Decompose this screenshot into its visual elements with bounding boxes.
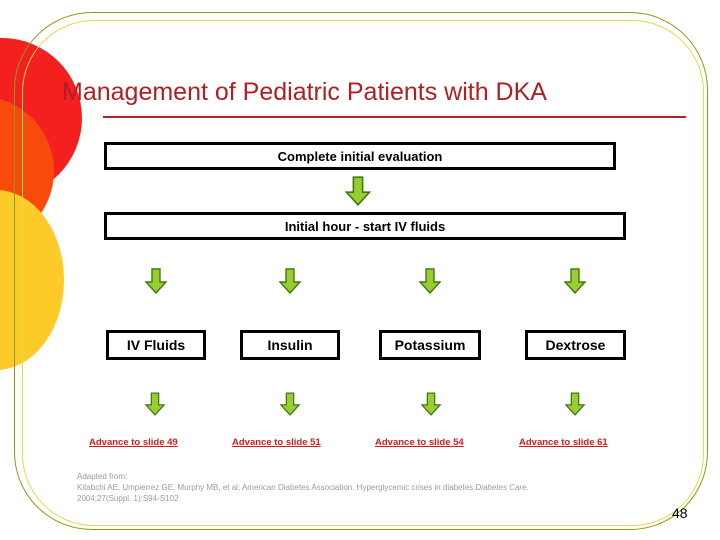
flow-box-label: Insulin [267, 337, 313, 353]
decorative-circle-red [0, 38, 82, 198]
down-arrow-icon [145, 392, 165, 416]
citation-reference-text: Kitabchi AE, Umpierrez GE, Murphy MB, et… [77, 483, 476, 492]
flow-box-label: IV Fluids [126, 337, 186, 353]
decorative-circle-yellow [0, 190, 64, 370]
advance-to-slide-51-link[interactable]: Advance to slide 51 [232, 437, 321, 448]
advance-to-slide-49-link[interactable]: Advance to slide 49 [89, 437, 178, 448]
down-arrow-icon [145, 268, 167, 294]
flow-box-label: Dextrose [545, 337, 606, 353]
down-arrow-icon [345, 176, 371, 206]
flow-box-label: Complete initial evaluation [277, 148, 443, 164]
down-arrow-icon [280, 392, 300, 416]
advance-to-slide-54-link[interactable]: Advance to slide 54 [375, 437, 464, 448]
citation-block: Adapted from: Kitabchi AE, Umpierrez GE,… [77, 471, 667, 504]
decorative-circle-orange [0, 96, 54, 246]
citation-line-3: 2004;27(Suppl. 1):S94-S102 [77, 494, 179, 503]
down-arrow-icon [565, 392, 585, 416]
title-underline-rule [103, 116, 686, 118]
flow-box-iv-fluids[interactable]: IV Fluids [106, 330, 206, 360]
flow-box-dextrose[interactable]: Dextrose [525, 330, 626, 360]
flow-box-insulin[interactable]: Insulin [240, 330, 340, 360]
flow-box-label: Initial hour - start IV fluids [284, 218, 446, 234]
citation-journal-name: Diabetes Care. [475, 483, 529, 492]
down-arrow-icon [564, 268, 586, 294]
advance-to-slide-61-link[interactable]: Advance to slide 61 [519, 437, 608, 448]
down-arrow-icon [419, 268, 441, 294]
flow-box-potassium[interactable]: Potassium [379, 330, 481, 360]
citation-line-2: Kitabchi AE, Umpierrez GE, Murphy MB, et… [77, 482, 667, 493]
flow-box-label: Potassium [394, 337, 466, 353]
down-arrow-icon [421, 392, 441, 416]
down-arrow-icon [279, 268, 301, 294]
citation-line-1: Adapted from: [77, 472, 128, 481]
flow-box-initial-hour-start-iv-fluids[interactable]: Initial hour - start IV fluids [104, 212, 626, 240]
page-title: Management of Pediatric Patients with DK… [62, 78, 547, 106]
flow-box-complete-initial-evaluation[interactable]: Complete initial evaluation [104, 142, 616, 170]
page-number: 48 [672, 505, 688, 521]
